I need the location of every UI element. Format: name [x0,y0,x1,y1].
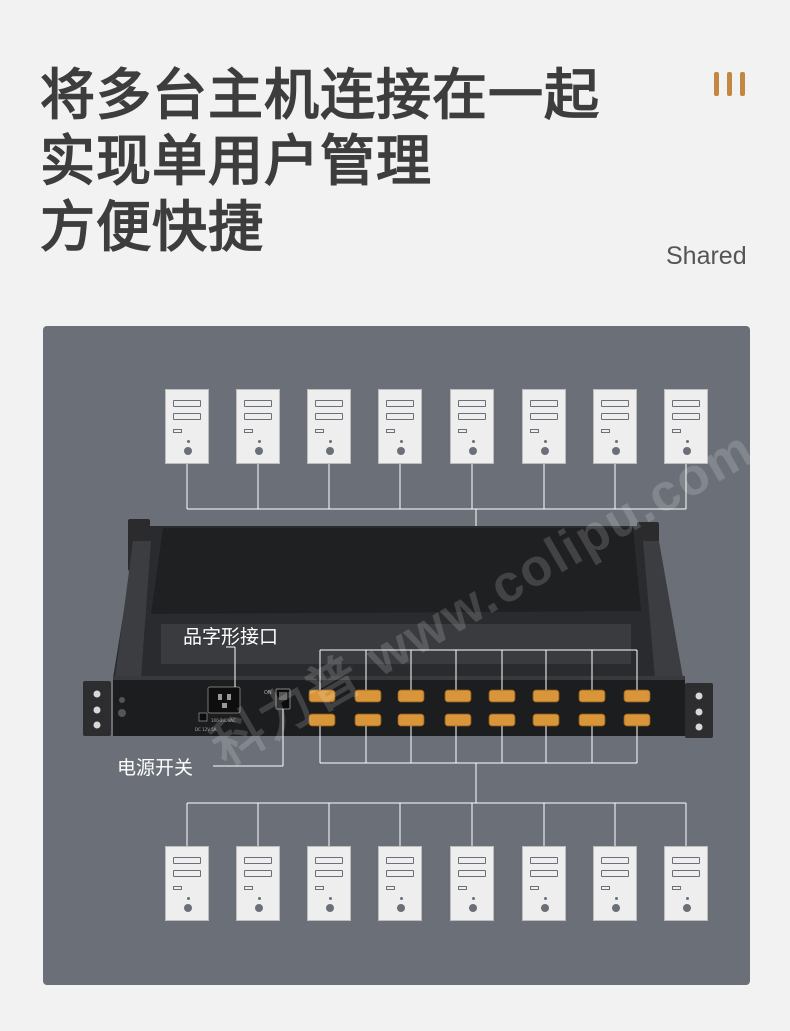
computer-tower-icon [664,846,708,921]
decorative-bars-icon [714,72,754,96]
switch-label: ON [264,690,272,696]
computer-tower-icon [450,389,494,464]
computer-tower-icon [236,389,280,464]
diagram-panel: 100-240VAC ON DC 12V 5A [43,326,750,985]
tray-screen-well [151,528,641,614]
shared-tag: Shared [666,242,747,270]
vga-port-row-bottom [308,713,651,727]
computer-tower-icon [593,846,637,921]
headline-line-2: 实现单用户管理 [40,129,433,193]
computer-tower-icon [522,389,566,464]
port-connection-lines [186,649,687,846]
headline-line-3: 方便快捷 [40,195,265,259]
connector-callout: 品字形接口 [183,626,279,648]
computer-tower-icon [378,389,422,464]
computer-tower-icon [593,389,637,464]
power-label: 100-240VAC [211,718,236,723]
computer-tower-icon [378,846,422,921]
power-socket-icon [207,686,241,714]
headline: 将多台主机连接在一起 实现单用户管理 方便快捷 [40,62,600,260]
computer-tower-icon [165,389,209,464]
headline-line-1: 将多台主机连接在一起 [40,63,601,127]
computer-tower-icon [664,389,708,464]
svg-text:DC 12V 5A: DC 12V 5A [195,727,217,732]
power-switch-callout: 电源开关 [117,757,194,779]
computer-tower-icon [307,846,351,921]
computer-tower-icon [165,846,209,921]
computer-tower-icon [522,846,566,921]
computer-tower-icon [450,846,494,921]
kvm-device-diagram: 100-240VAC ON DC 12V 5A [83,464,713,846]
computer-tower-icon [307,389,351,464]
computer-tower-icon [236,846,280,921]
